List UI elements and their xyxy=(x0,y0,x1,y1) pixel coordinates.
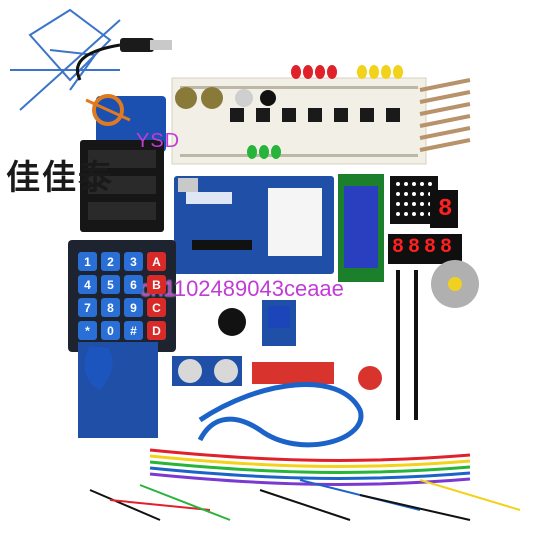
keypad-key: 3 xyxy=(124,252,143,271)
keypad-key: 7 xyxy=(78,298,97,317)
push-buttons xyxy=(230,108,400,122)
sound-sensor xyxy=(358,366,382,390)
keypad-key: 5 xyxy=(101,275,120,294)
seven-seg-digits: 8 8 8 8 xyxy=(392,236,452,259)
seg-digit: 8 xyxy=(440,236,453,259)
shop-watermark: YSD xyxy=(136,130,181,152)
dc-power-plug xyxy=(76,38,172,81)
keypad-key: 6 xyxy=(124,275,143,294)
stepper-motor xyxy=(431,260,479,308)
code-watermark: cn1102489043ceaae xyxy=(140,276,344,301)
keypad-key: # xyxy=(124,321,143,340)
keypad-key: * xyxy=(78,321,97,340)
seg-digit: 8 xyxy=(438,196,453,223)
keypad-key: D xyxy=(147,321,166,340)
seg-digit: 8 xyxy=(392,236,405,259)
yellow-leds xyxy=(357,65,403,79)
keypad-key: 1 xyxy=(78,252,97,271)
loose-jumpers xyxy=(89,479,521,521)
green-leds xyxy=(247,145,281,159)
relay-module xyxy=(262,300,296,346)
usb-cable xyxy=(197,382,364,448)
breadboard-large xyxy=(171,77,427,165)
seg-digit: 8 xyxy=(424,236,437,259)
jumper-ribbon xyxy=(149,448,471,486)
blue-logo-lines xyxy=(10,8,121,111)
single-seg-digit: 8 xyxy=(438,196,452,223)
keypad-key: B xyxy=(147,275,166,294)
servo-motor xyxy=(85,94,166,152)
single-7seg xyxy=(430,190,458,228)
resistors xyxy=(419,78,471,152)
seg-digit: 8 xyxy=(408,236,421,259)
keypad-key: C xyxy=(147,298,166,317)
keypad-key: A xyxy=(147,252,166,271)
water-sensor xyxy=(252,362,334,384)
potentiometers xyxy=(175,87,276,109)
keypad-key: 8 xyxy=(101,298,120,317)
keypad-key: 4 xyxy=(78,275,97,294)
lcd-display xyxy=(338,174,384,282)
keypad-key: 2 xyxy=(101,252,120,271)
rfid-module xyxy=(78,342,158,438)
arduino-uno-board xyxy=(174,176,266,274)
red-leds xyxy=(291,65,337,79)
header-pins xyxy=(396,270,418,420)
proto-shield xyxy=(256,176,334,274)
battery-holder xyxy=(80,140,164,232)
chinese-watermark: 佳佳泰 xyxy=(6,158,114,198)
joystick-module xyxy=(218,308,246,336)
ultrasonic-sensor xyxy=(172,356,242,386)
four-digit-7seg xyxy=(388,234,462,264)
keypad-key: 0 xyxy=(101,321,120,340)
keypad-key: 9 xyxy=(124,298,143,317)
